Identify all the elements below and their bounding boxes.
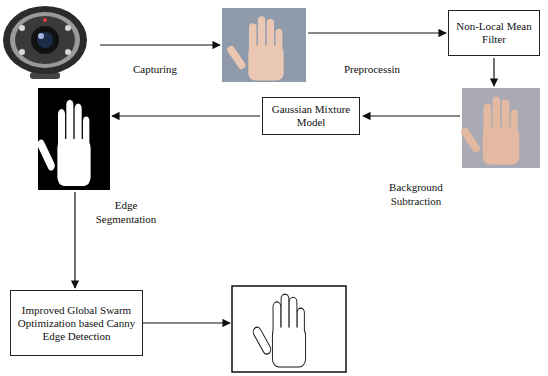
- flow-arrow: [493, 58, 494, 86]
- flow-arrows: [75, 33, 494, 323]
- flow-arrow: [143, 322, 230, 323]
- step-label: Edge Segmentation: [84, 198, 168, 226]
- flow-arrow: [74, 192, 75, 288]
- flow-arrow: [100, 44, 220, 45]
- box-text: Improved Global Swarm Optimization based…: [16, 304, 137, 343]
- binary-hand-image: [36, 88, 110, 190]
- box-text: Non-Local Mean Filter: [454, 20, 534, 46]
- filtered-hand-photo: [460, 88, 540, 168]
- flow-arrow: [112, 115, 260, 116]
- flow-arrow: [308, 32, 446, 33]
- webcam-picture: [3, 6, 87, 79]
- process-box: Gaussian Mixture Model: [262, 97, 360, 135]
- box-text: Gaussian Mixture Model: [268, 103, 354, 129]
- step-label: Background Subtraction: [378, 180, 454, 208]
- process-box: Improved Global Swarm Optimization based…: [10, 290, 143, 356]
- process-box: Non-Local Mean Filter: [448, 10, 540, 56]
- step-label: Capturing: [110, 62, 200, 76]
- hand-photo: [222, 8, 306, 82]
- step-label: Preprocessin: [322, 62, 422, 76]
- flow-arrow: [363, 115, 460, 116]
- edge-hand-image: [232, 286, 346, 372]
